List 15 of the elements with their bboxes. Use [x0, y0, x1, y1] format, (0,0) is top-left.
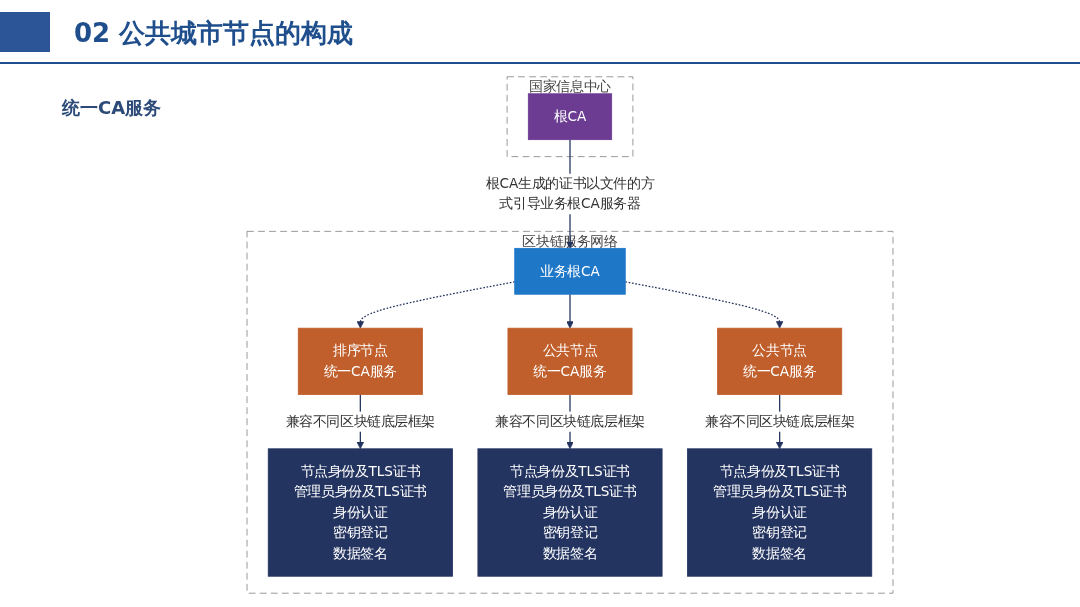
edge-label: 兼容不同区块链底层框架 — [285, 413, 436, 430]
node-box: 排序节点 统一CA服务 — [297, 327, 423, 395]
edge-label: 根CA生成的证书以文件的方式引导业务根CA服务器 — [485, 175, 655, 212]
node-box: 业务根CA — [514, 247, 626, 295]
title: 02 公共城市节点的构成 — [74, 17, 354, 50]
arrow — [566, 293, 574, 329]
node-box: 节点身份及TLS证书 管理员身份及TLS证书 身份认证 密钥登记 数据签名 — [267, 448, 453, 577]
node-box: 节点身份及TLS证书 管理员身份及TLS证书 身份认证 密钥登记 数据签名 — [477, 448, 663, 577]
edge-label: 兼容不同区块链底层框架 — [704, 413, 855, 430]
node-box: 公共节点 统一CA服务 — [507, 327, 633, 395]
section-label: 统一CA服务 — [62, 96, 162, 120]
node-box: 根CA — [527, 93, 613, 141]
node-box: 节点身份及TLS证书 管理员身份及TLS证书 身份认证 密钥登记 数据签名 — [687, 448, 873, 577]
edge-label: 兼容不同区块链底层框架 — [495, 413, 645, 430]
node-box: 公共节点 统一CA服务 — [717, 327, 843, 395]
